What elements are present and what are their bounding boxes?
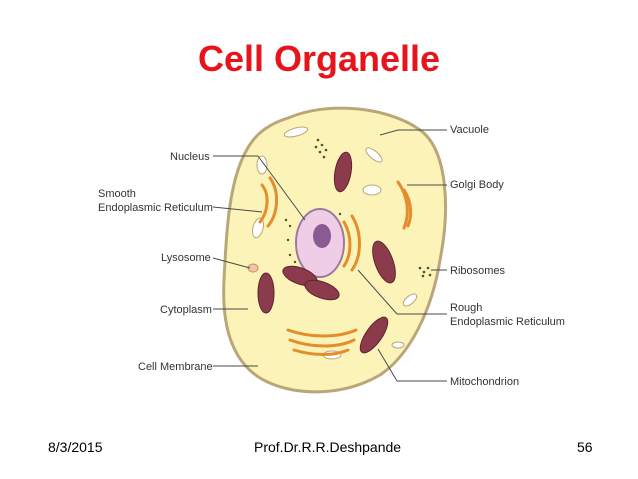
nucleolus-shape xyxy=(313,224,331,248)
label-ribosomes: Ribosomes xyxy=(450,265,506,277)
label-rough-er-line2: Endoplasmic Reticulum xyxy=(450,316,565,328)
label-smooth-er-line1: Smooth xyxy=(98,188,136,200)
golgi-body xyxy=(396,180,413,230)
footer-date: 8/3/2015 xyxy=(48,439,103,455)
label-mitochondrion: Mitochondrion xyxy=(450,376,519,388)
label-cell-membrane: Cell Membrane xyxy=(138,361,213,373)
label-nucleus: Nucleus xyxy=(170,151,210,163)
label-golgi-body: Golgi Body xyxy=(450,179,504,191)
label-smooth-er-line2: Endoplasmic Reticulum xyxy=(98,202,213,214)
smooth-er xyxy=(258,176,361,356)
label-cytoplasm: Cytoplasm xyxy=(160,304,212,316)
label-rough-er-line1: Rough xyxy=(450,302,482,314)
label-vacuole: Vacuole xyxy=(450,124,489,136)
leader-lines xyxy=(212,129,447,382)
footer-page-number: 56 xyxy=(577,439,593,455)
ribosomes xyxy=(284,138,432,278)
lysosome-shape xyxy=(247,263,259,273)
slide-title: Cell Organelle xyxy=(197,38,441,79)
footer-author: Prof.Dr.R.R.Deshpande xyxy=(254,439,402,455)
mitochondria xyxy=(257,151,396,354)
label-lysosome: Lysosome xyxy=(161,252,211,264)
